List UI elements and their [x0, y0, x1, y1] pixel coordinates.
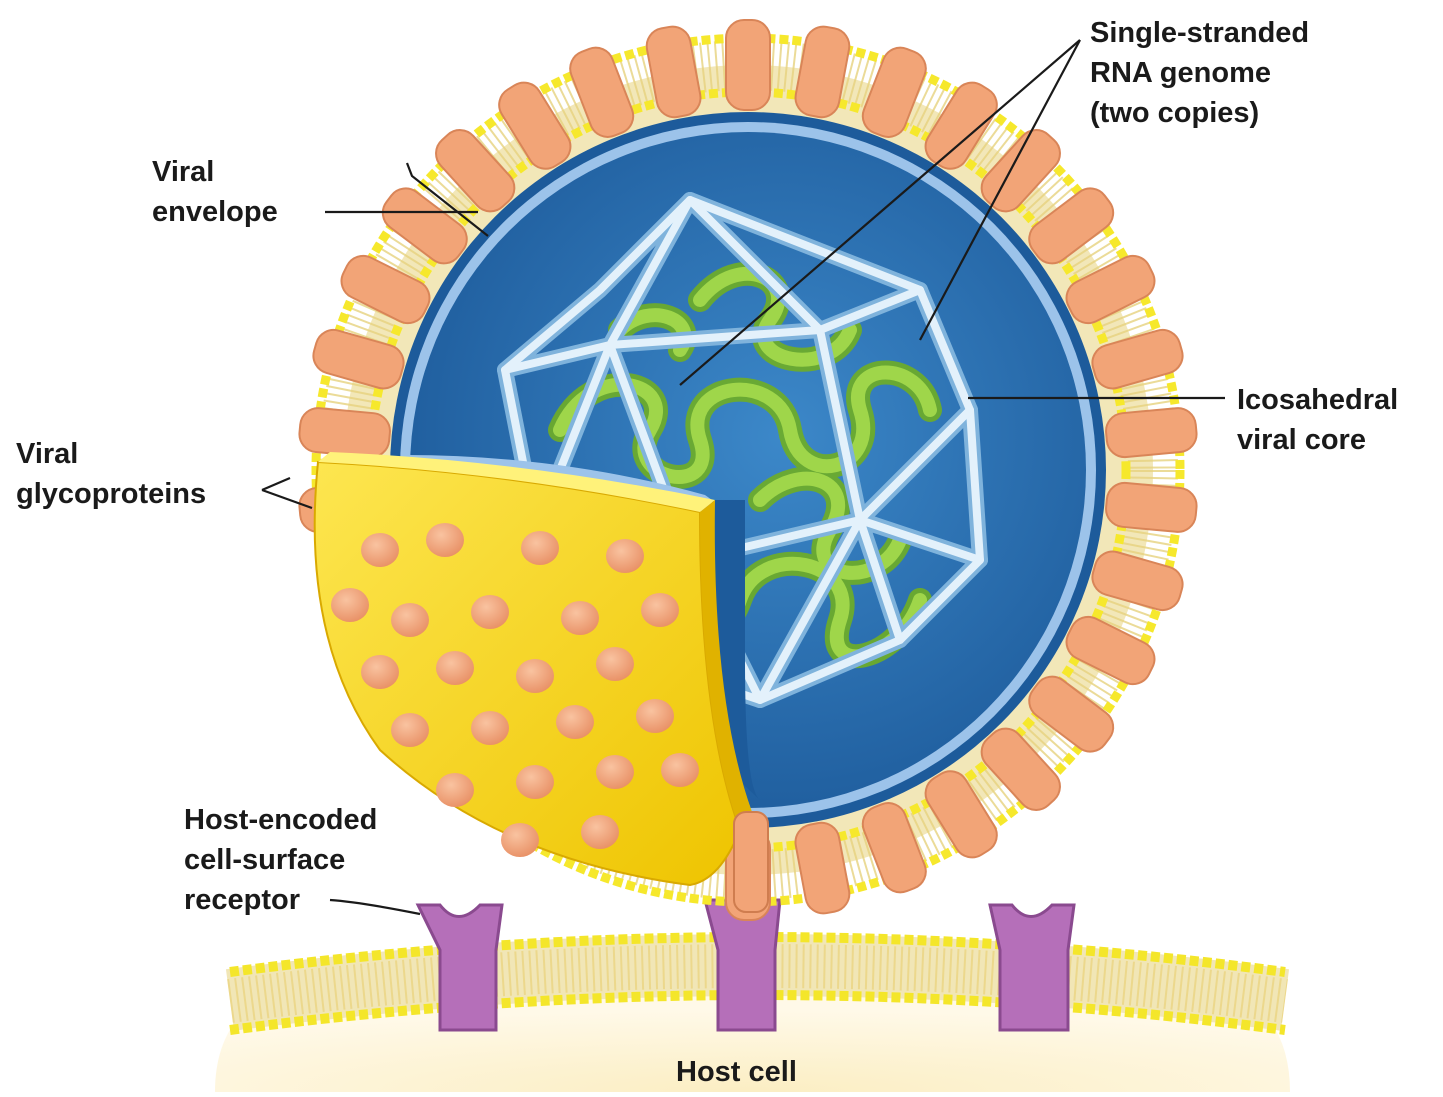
- glycoprotein-bump: [471, 711, 509, 745]
- glycoprotein-bump: [581, 815, 619, 849]
- glycoprotein-bump: [501, 823, 539, 857]
- label-viral-glycoproteins: Viral glycoproteins: [16, 434, 206, 514]
- label-host-receptor: Host-encoded cell-surface receptor: [184, 800, 377, 920]
- label-glyco-line-1: Viral: [16, 434, 206, 474]
- label-receptor-line-3: receptor: [184, 880, 377, 920]
- label-rna-line-3: (two copies): [1090, 93, 1309, 133]
- glycoprotein-bump: [391, 603, 429, 637]
- glycoprotein-bump: [391, 713, 429, 747]
- label-host-cell: Host cell: [676, 1052, 797, 1092]
- glycoprotein-bump: [471, 595, 509, 629]
- label-core-line-2: viral core: [1237, 420, 1398, 460]
- glycoprotein-bump: [596, 647, 634, 681]
- receptor-right: [990, 905, 1074, 1030]
- label-viral-envelope: Viral envelope: [152, 152, 278, 232]
- label-core-line-1: Icosahedral: [1237, 380, 1398, 420]
- label-glyco-line-2: glycoproteins: [16, 474, 206, 514]
- glycoprotein-bump: [426, 523, 464, 557]
- label-receptor-line-2: cell-surface: [184, 840, 377, 880]
- glycoprotein-bump: [331, 588, 369, 622]
- glycoprotein-bump: [436, 651, 474, 685]
- glycoprotein-bump: [436, 773, 474, 807]
- glycoprotein-spike: [1104, 481, 1198, 533]
- glycoprotein-bump: [661, 753, 699, 787]
- glycoprotein-bump: [361, 655, 399, 689]
- glycoprotein-bump: [561, 601, 599, 635]
- label-rna-line-2: RNA genome: [1090, 53, 1309, 93]
- glycoprotein-bump: [516, 659, 554, 693]
- glycoprotein-bump: [606, 539, 644, 573]
- glycoprotein-bump: [636, 699, 674, 733]
- label-rna-line-1: Single-stranded: [1090, 13, 1309, 53]
- label-envelope-line-1: Viral: [152, 152, 278, 192]
- label-receptor-line-1: Host-encoded: [184, 800, 377, 840]
- glycoprotein-spike: [726, 20, 770, 110]
- leader-glyco-1: [262, 478, 290, 490]
- bound-glycoprotein: [734, 812, 768, 912]
- label-envelope-line-2: envelope: [152, 192, 278, 232]
- glycoprotein-bump: [556, 705, 594, 739]
- glycoprotein-spike: [1104, 407, 1198, 459]
- glycoprotein-bump: [596, 755, 634, 789]
- label-rna-genome: Single-stranded RNA genome (two copies): [1090, 13, 1309, 133]
- glycoprotein-bump: [641, 593, 679, 627]
- glycoprotein-spike: [298, 407, 392, 459]
- glycoprotein-bump: [521, 531, 559, 565]
- glycoprotein-bump: [516, 765, 554, 799]
- label-icosahedral-core: Icosahedral viral core: [1237, 380, 1398, 460]
- glycoprotein-bump: [361, 533, 399, 567]
